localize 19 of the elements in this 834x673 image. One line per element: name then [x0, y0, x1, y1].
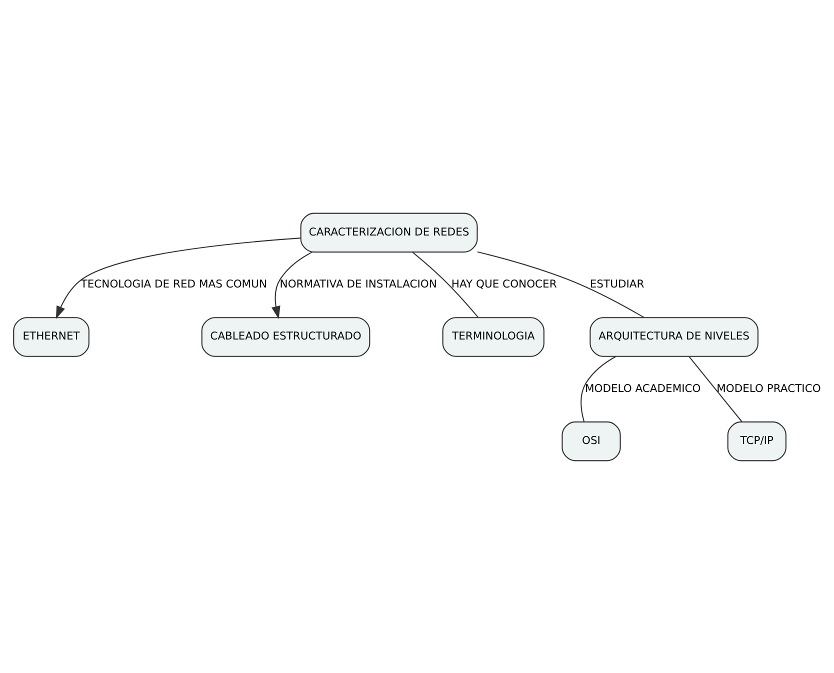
node-box: CABLEADO ESTRUCTURADO: [201, 316, 370, 356]
connector: [580, 355, 616, 422]
node-box: ETHERNET: [13, 316, 90, 356]
edge-label: NORMATIVA DE INSTALACION: [280, 277, 437, 290]
edge-label: MODELO ACADEMICO: [584, 381, 701, 394]
edge-label: HAY QUE CONOCER: [451, 277, 557, 290]
connector: [688, 356, 742, 422]
node-box: TERMINOLOGIA: [442, 316, 544, 356]
node-box: TCP/IP: [727, 420, 786, 461]
edge-label: TECNOLOGIA DE RED MAS COMUN: [80, 277, 267, 290]
arrow: [272, 251, 313, 319]
arrow: [56, 237, 301, 319]
node-box: OSI: [562, 420, 621, 461]
connector: [412, 251, 478, 318]
edge-label: MODELO PRACTICO: [716, 381, 821, 394]
connector: [477, 250, 644, 318]
edge-label: ESTUDIAR: [590, 277, 644, 290]
node-box: CARACTERIZACION DE REDES: [300, 212, 478, 252]
node-box: ARQUITECTURA DE NIVELES: [590, 316, 759, 356]
